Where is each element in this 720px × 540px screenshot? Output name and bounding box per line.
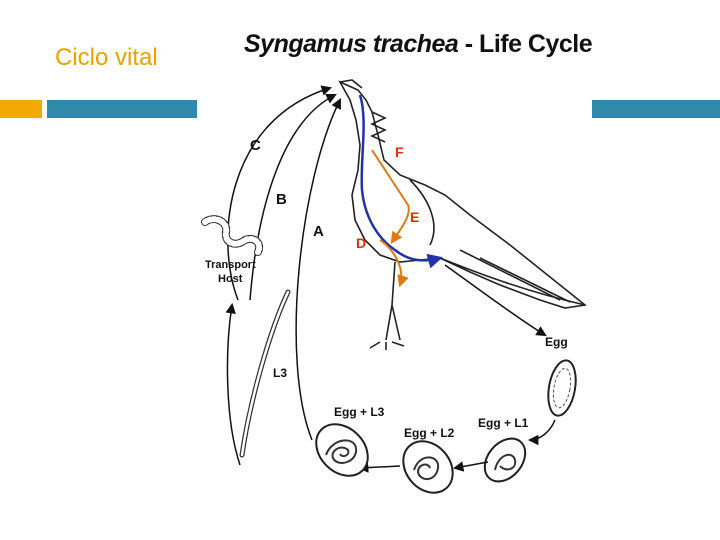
internal-stage-e-label: E: [410, 209, 419, 225]
pheasant-host: [338, 79, 587, 350]
route-c-label: C: [250, 137, 261, 154]
transport-host-to-route-arrow: [225, 302, 241, 466]
transport-host-label-line1: Transport: [205, 259, 256, 271]
earthworm-transport-host: [201, 215, 264, 256]
egg-stage-image: [547, 359, 577, 417]
migration-path-orange-2: [379, 239, 409, 288]
egg-l3-stage-image: [315, 423, 369, 477]
l3-larva: [239, 289, 291, 458]
accent-bar-teal-left: [47, 100, 197, 118]
egg-l3-label: Egg + L3: [334, 405, 385, 419]
egg-l2-to-egg-l3-arrow: [357, 462, 401, 473]
egg-l1-label: Egg + L1: [478, 416, 529, 430]
egg-l2-label: Egg + L2: [404, 426, 455, 440]
transport-host-label-line2: Host: [218, 273, 243, 285]
egg-label: Egg: [545, 335, 568, 349]
route-b-label: B: [276, 191, 287, 208]
egg-l1-to-egg-l2-arrow: [452, 461, 489, 472]
route-b-arrow: [249, 94, 337, 301]
bird-to-egg-arrow: [444, 264, 547, 337]
route-c-arrow: [227, 85, 333, 301]
migration-path-blue: [358, 94, 443, 269]
egg-to-egg-l1-arrow: [527, 419, 556, 446]
diagram-title-suffix: - Life Cycle: [458, 30, 593, 58]
route-a-label: A: [313, 223, 324, 240]
egg-l2-stage-image: [402, 440, 454, 494]
diagram-title-species: Syngamus trachea: [244, 30, 459, 58]
slide-title: Ciclo vital: [55, 44, 158, 71]
accent-bar-teal-right: [592, 100, 720, 118]
l3-label: L3: [273, 366, 287, 380]
egg-l1-stage-image: [483, 437, 527, 483]
internal-stage-f-label: F: [395, 144, 404, 160]
route-a-arrow: [295, 98, 341, 441]
diagram-title: Syngamus trachea - Life Cycle: [244, 30, 593, 59]
migration-path-orange: [371, 149, 410, 244]
internal-stage-d-label: D: [356, 235, 366, 251]
accent-bar-orange: [0, 100, 42, 118]
